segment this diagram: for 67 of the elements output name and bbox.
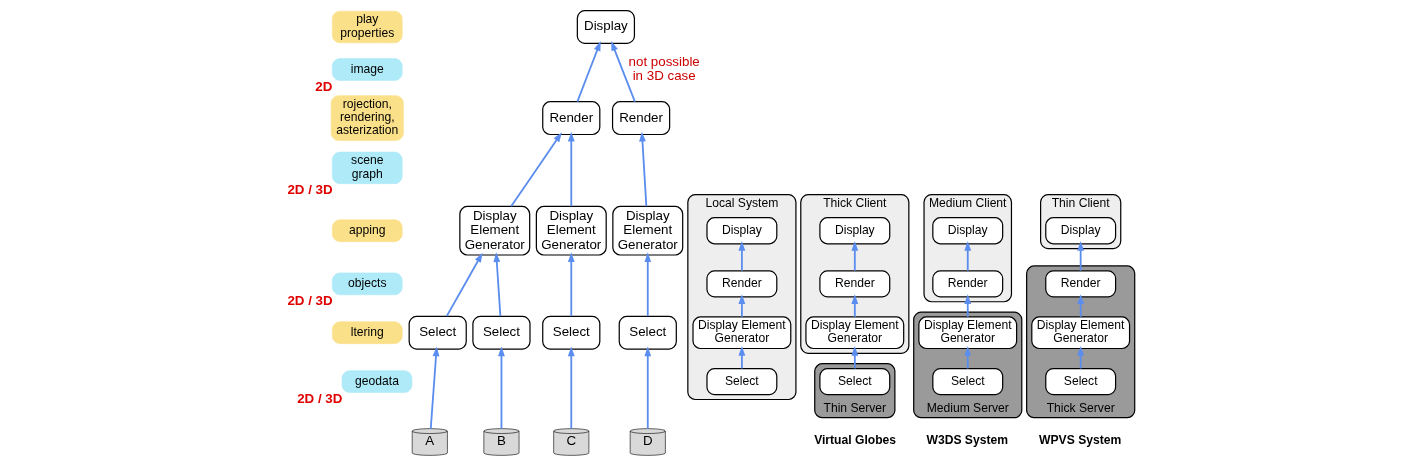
arrow	[737, 345, 745, 370]
arrow	[963, 345, 971, 370]
arrow	[1076, 345, 1084, 370]
label: W3DS System	[925, 433, 1008, 448]
node-box: Display Element Generator	[804, 316, 904, 350]
node-box: Select	[541, 315, 600, 350]
node-box: Render	[931, 270, 1003, 298]
arrow	[737, 294, 745, 318]
node-box: Render	[705, 270, 777, 298]
arrow	[850, 241, 858, 272]
arrow	[963, 294, 971, 318]
node-box: Display Element Generator	[611, 205, 683, 256]
node-box: rojection, rendering, asterization	[330, 95, 404, 141]
node-box: Select	[1044, 367, 1116, 396]
node-label: 2D	[314, 78, 332, 94]
node-box: objects	[331, 272, 402, 296]
arrow	[643, 252, 651, 318]
node-box: scene graph	[331, 151, 402, 184]
node-box: Display	[705, 217, 777, 245]
arrow	[497, 346, 505, 430]
node-box: Display Element Generator	[691, 316, 791, 350]
arrow	[638, 131, 647, 208]
arrow	[737, 241, 745, 272]
arrow	[567, 252, 575, 318]
node-box: Display	[931, 217, 1003, 245]
arrow	[963, 241, 971, 272]
node-box: Select	[705, 367, 777, 396]
node-box: Render	[611, 101, 670, 136]
arrow	[567, 346, 575, 430]
node-box: Render	[1044, 270, 1116, 298]
arrow	[1076, 241, 1084, 272]
edge-label: not possible in 3D case	[628, 53, 700, 84]
node-box: Select	[471, 315, 531, 350]
arrow	[429, 346, 439, 430]
arrow	[492, 252, 501, 318]
node-box: Display	[576, 10, 635, 45]
arrow	[445, 252, 483, 318]
node-box: apping	[331, 219, 402, 242]
node-box: image	[331, 58, 402, 81]
label: Virtual Globes	[813, 433, 896, 448]
node-box: Display	[1044, 217, 1116, 245]
arrow	[567, 131, 575, 208]
node-box: ltering	[331, 321, 402, 344]
node-box: geodata	[341, 370, 412, 393]
node-box: Select	[818, 367, 890, 396]
arrow	[575, 41, 601, 103]
arrow	[1076, 294, 1084, 318]
node-box: Display Element Generator	[1030, 316, 1130, 350]
arrow	[850, 294, 858, 318]
arrow	[643, 346, 651, 430]
node-box: Render	[818, 270, 890, 298]
node-box: Select	[931, 367, 1003, 396]
label: WPVS System	[1038, 433, 1121, 448]
node-box: Display Element Generator	[917, 316, 1017, 350]
node-label: 2D / 3D	[296, 390, 342, 406]
arrow	[509, 132, 562, 208]
node-box: Display	[818, 217, 890, 245]
node-box: Render	[541, 101, 600, 136]
node-box: Select	[408, 315, 467, 350]
node-label: 2D / 3D	[286, 181, 333, 197]
node-box: play properties	[331, 10, 402, 44]
arrow	[610, 41, 636, 103]
arrow	[850, 345, 858, 370]
node-box: Display Element Generator	[458, 205, 530, 256]
node-label: 2D / 3D	[286, 292, 333, 308]
node-box: Display Element Generator	[535, 205, 607, 256]
node-box: Select	[618, 315, 677, 350]
